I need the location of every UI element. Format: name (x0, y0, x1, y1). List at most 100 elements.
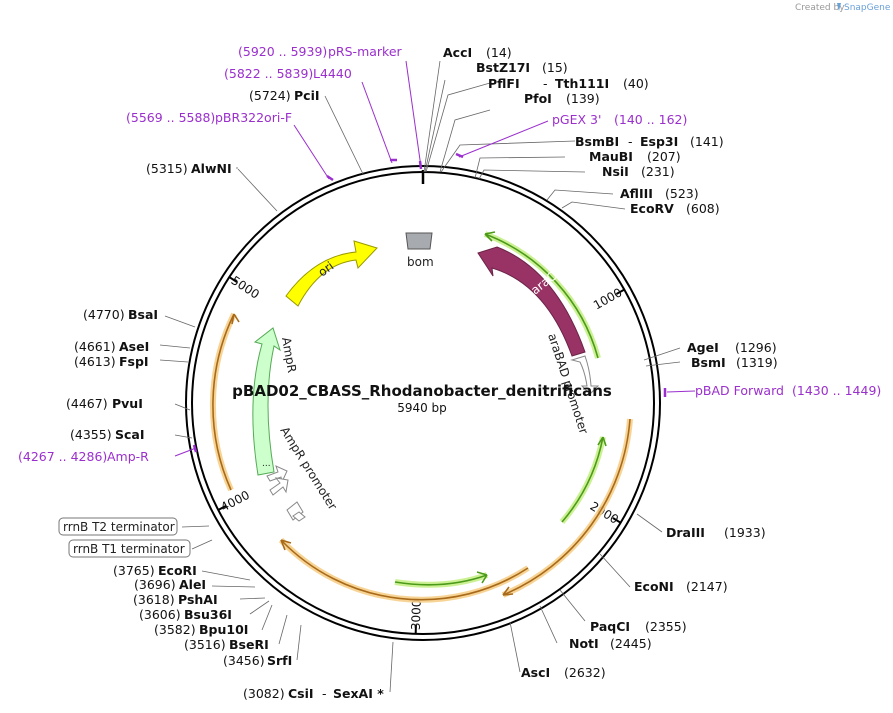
site-AgeI[interactable]: AgeI (1296) (687, 340, 777, 355)
svg-text:(3696): (3696) (134, 577, 176, 592)
svg-text:(4661): (4661) (74, 339, 116, 354)
site-PciI[interactable]: (5724) PciI (249, 88, 320, 103)
site-BsmI[interactable]: BsmI (1319) (691, 355, 778, 370)
site-NotI[interactable]: NotI (2445) (569, 636, 652, 651)
svg-text:(5315): (5315) (146, 161, 188, 176)
primer-binding-marks (192, 152, 667, 453)
svg-text:(3082): (3082) (243, 686, 285, 701)
feature-label-rrnB-T1-terminator: rrnB T1 terminator (73, 542, 185, 556)
site-EcoNI[interactable]: EcoNI (2147) (634, 579, 728, 594)
site-Bsu36I[interactable]: (3606) Bsu36I (139, 607, 232, 622)
primer-pBAD-Forward[interactable]: pBAD Forward (1430 .. 1449) (695, 383, 881, 398)
plasmid-size: 5940 bp (397, 401, 447, 415)
svg-text:(3582): (3582) (154, 622, 196, 637)
svg-text:-: - (322, 686, 327, 701)
tick-label-5000: 5000 (229, 273, 262, 301)
svg-text:-: - (543, 76, 548, 91)
site-BseRI[interactable]: (3516) BseRI (184, 637, 269, 652)
svg-text:(1933): (1933) (724, 525, 766, 540)
site-ScaI[interactable]: (4355) ScaI (70, 427, 145, 442)
primer-pRS-marker[interactable]: (5920 .. 5939) pRS-marker (238, 44, 403, 59)
feature-AmpR[interactable]: AmpR ... (252, 327, 299, 476)
svg-text:(2355): (2355) (645, 619, 687, 634)
svg-text:SrfI: SrfI (267, 653, 292, 668)
site-PfoI[interactable]: PfoI (139) (524, 91, 600, 106)
primer-L4440[interactable]: (5822 .. 5839) L4440 (224, 66, 352, 81)
tick-mark-1000 (615, 288, 625, 295)
svg-text:CsiI: CsiI (288, 686, 314, 701)
primer-pBR322ori-F[interactable]: (5569 .. 5588) pBR322ori-F (126, 110, 292, 125)
feature-AmpR-promoter[interactable]: AmpR promoter (266, 424, 340, 513)
svg-text:AlwNI: AlwNI (191, 161, 232, 176)
callout-rrnB-T2-terminator[interactable]: rrnB T2 terminator (58, 517, 178, 536)
orf-arcs-green (394, 231, 607, 588)
site-AccI[interactable]: AccI (14) (443, 45, 512, 60)
svg-text:PvuI: PvuI (112, 396, 143, 411)
site-SrfI[interactable]: (3456) SrfI (223, 653, 292, 668)
svg-text:AflIII: AflIII (620, 186, 653, 201)
site-DraIII[interactable]: DraIII (1933) (666, 525, 766, 540)
svg-text:PaqCI: PaqCI (590, 619, 630, 634)
svg-text:(1430 .. 1449): (1430 .. 1449) (792, 383, 881, 398)
svg-text:AccI: AccI (443, 45, 472, 60)
svg-text:(3456): (3456) (223, 653, 265, 668)
site-AlwNI[interactable]: (5315) AlwNI (146, 161, 232, 176)
feature-ori[interactable]: ori (285, 240, 378, 307)
feature-araC[interactable]: araC (477, 246, 586, 357)
svg-text:Bsu36I: Bsu36I (184, 607, 232, 622)
primer-pGEX-3[interactable]: pGEX 3' (140 .. 162) (552, 112, 687, 127)
svg-text:(3618): (3618) (133, 592, 175, 607)
site-BsaI[interactable]: (4770) BsaI (83, 307, 158, 322)
site-FspI[interactable]: (4613) FspI (74, 354, 149, 369)
svg-text:BsmI: BsmI (691, 355, 726, 370)
svg-text:pBAD Forward: pBAD Forward (695, 383, 784, 398)
svg-text:EcoRI: EcoRI (158, 563, 197, 578)
site-PshAI[interactable]: (3618) PshAI (133, 592, 218, 607)
site-NsiI[interactable]: NsiI (231) (602, 164, 675, 179)
site-PaqCI[interactable]: PaqCI (2355) (590, 619, 687, 634)
svg-text:(4267 .. 4286): (4267 .. 4286) (18, 449, 107, 464)
svg-text:PshAI: PshAI (178, 592, 218, 607)
svg-text:PciI: PciI (294, 88, 320, 103)
site-PvuI[interactable]: (4467) PvuI (66, 396, 143, 411)
svg-text:(2445): (2445) (610, 636, 652, 651)
tick-mark-4000 (217, 504, 227, 511)
site-CsiI-SexAI[interactable]: (3082) CsiI - SexAI * (243, 686, 384, 701)
site-Bpu10I[interactable]: (3582) Bpu10I (154, 622, 248, 637)
site-BsmBI-Esp3I[interactable]: BsmBI - Esp3I (141) (575, 134, 724, 149)
backbone-outer-ring (185, 165, 661, 641)
svg-text:Amp-R: Amp-R (107, 449, 149, 464)
svg-text:BsmBI: BsmBI (575, 134, 619, 149)
site-BstZ17I[interactable]: BstZ17I (15) (476, 60, 568, 75)
svg-text:(2632): (2632) (564, 665, 606, 680)
site-EcoRV[interactable]: EcoRV (608) (630, 201, 720, 216)
svg-text:(5569 .. 5588): (5569 .. 5588) (126, 110, 215, 125)
svg-text:NsiI: NsiI (602, 164, 629, 179)
svg-text:(5920 .. 5939): (5920 .. 5939) (238, 44, 327, 59)
svg-text:(5822 .. 5839): (5822 .. 5839) (224, 66, 313, 81)
svg-text:(207): (207) (647, 149, 681, 164)
svg-text:-: - (628, 134, 633, 149)
feature-bom[interactable]: bom (405, 232, 434, 269)
site-EcoRI[interactable]: (3765) EcoRI (113, 563, 197, 578)
plasmid-name: pBAD02_CBASS_Rhodanobacter_denitrificans (232, 382, 612, 400)
site-MauBI[interactable]: MauBI (207) (589, 149, 681, 164)
svg-text:(608): (608) (686, 201, 720, 216)
svg-text:(14): (14) (486, 45, 512, 60)
primer-Amp-R[interactable]: (4267 .. 4286) Amp-R (18, 449, 149, 464)
svg-text:L4440: L4440 (313, 66, 352, 81)
site-AflIII[interactable]: AflIII (523) (620, 186, 699, 201)
svg-text:(4613): (4613) (74, 354, 116, 369)
feature-ampr-ellipsis: ... (262, 459, 271, 469)
site-AscI[interactable]: AscI (2632) (521, 665, 606, 680)
callout-rrnB-T1-terminator[interactable]: rrnB T1 terminator (68, 539, 191, 558)
tick-label-4000: 4000 (218, 488, 252, 515)
site-AseI[interactable]: (4661) AseI (74, 339, 149, 354)
site-PflFI-Tth111I[interactable]: PflFI - Tth111I (40) (488, 76, 649, 91)
svg-text:(15): (15) (542, 60, 568, 75)
svg-text:AseI: AseI (119, 339, 149, 354)
site-AleI[interactable]: (3696) AleI (134, 577, 206, 592)
feature-rrnB-terminators[interactable] (286, 501, 306, 522)
svg-text:(1319): (1319) (736, 355, 778, 370)
feature-label-AmpR: AmpR (279, 336, 299, 374)
